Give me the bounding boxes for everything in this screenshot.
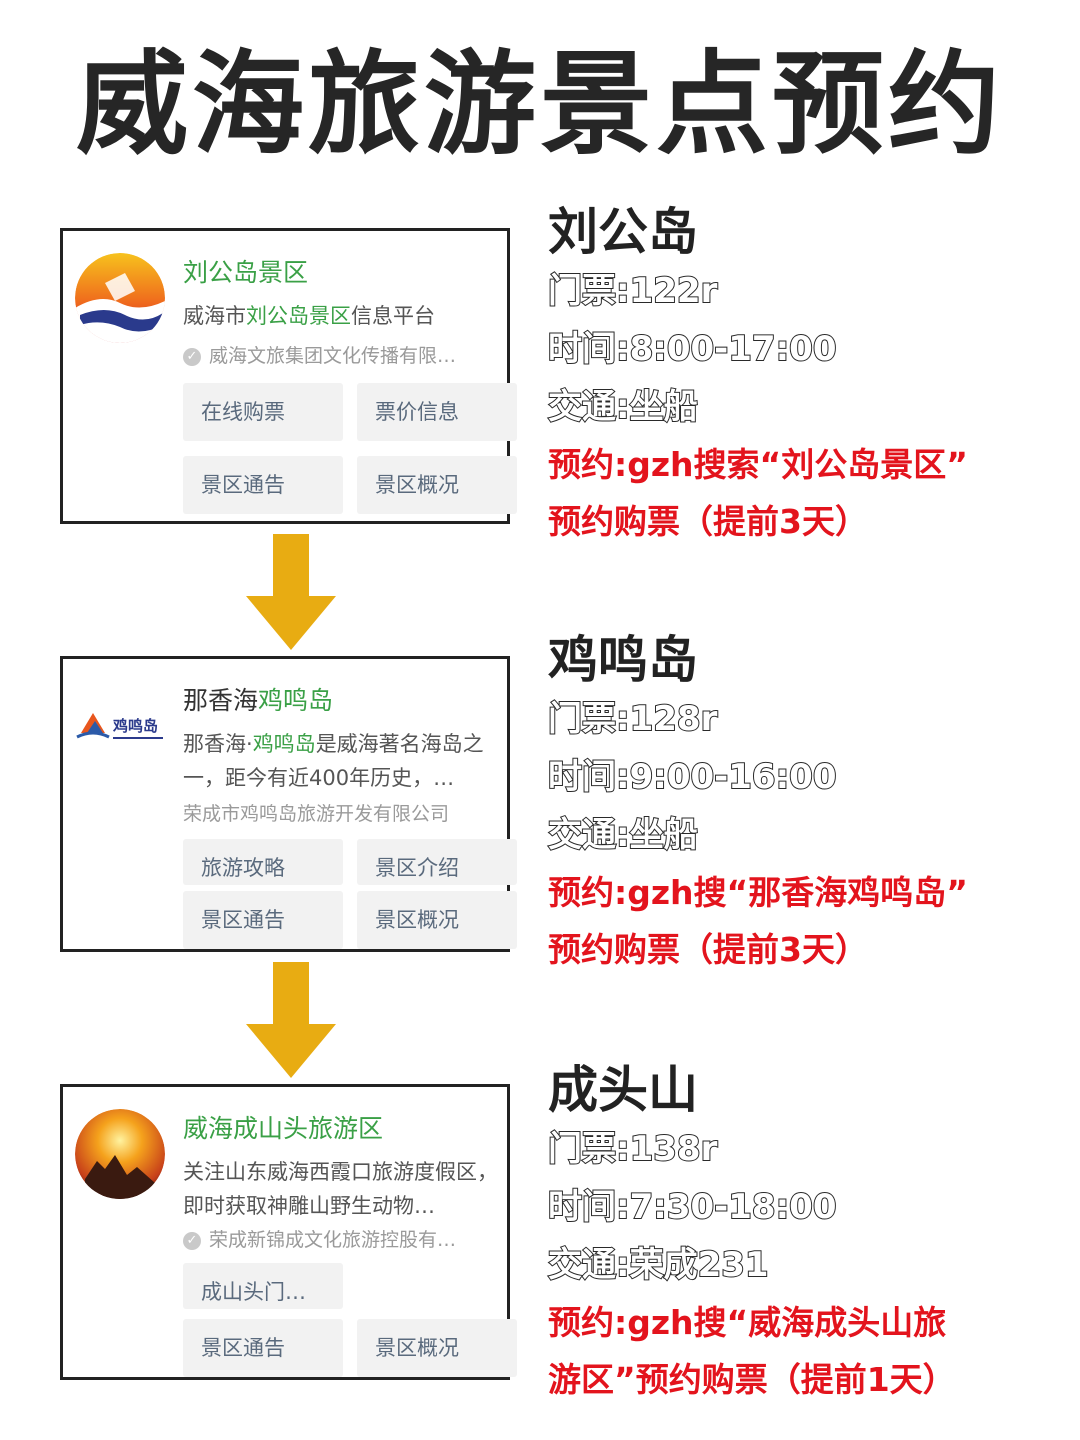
verified-check-icon: ✓ [183,1231,201,1250]
reservation-note: 预约:gzh搜“那香海鸡鸣岛” [548,873,968,912]
jimingdao-logo: 鸡鸣岛 [73,699,169,759]
opening-hours: 时间:8:00-17:00 [547,328,838,370]
place-title: 成头山 [548,1061,698,1119]
account-description: 关注山东威海西霞口旅游度假区，即时获取神雕山野生动物… [183,1160,498,1218]
account-name[interactable]: 那香海鸡鸣岛 [183,686,334,715]
menu-button-notice[interactable]: 景区通告 [183,456,343,514]
account-name[interactable]: 威海成山头旅游区 [183,1114,384,1143]
menu-button-intro[interactable]: 景区介绍 [357,839,517,885]
menu-button-price-info[interactable]: 票价信息 [357,383,517,441]
opening-hours: 时间:7:30-18:00 [547,1186,838,1228]
transport: 交通:荣成231 [547,1244,770,1286]
menu-button-guide[interactable]: 旅游攻略 [183,839,343,885]
down-arrow-icon [246,962,336,1078]
transport: 交通:坐船 [547,814,699,856]
menu-button-notice[interactable]: 景区通告 [183,1319,343,1377]
verified-check-icon: ✓ [183,347,201,366]
account-description: 威海市刘公岛景区信息平台 [183,304,435,328]
menu-button-overview[interactable]: 景区概况 [357,891,517,949]
ticket-price: 门票:122r [547,270,718,312]
menu-button-chengshantou-gate[interactable]: 成山头门… [183,1263,343,1309]
reservation-note-2: 预约购票（提前3天） [548,502,868,541]
liugongdao-logo [75,253,165,343]
account-name[interactable]: 刘公岛景区 [183,258,309,287]
account-card-liugongdao[interactable]: 刘公岛景区 威海市刘公岛景区信息平台 ✓威海文旅集团文化传播有限… 在线购票 票… [60,228,517,524]
account-description: 那香海·鸡鸣岛是威海著名海岛之一，距今有近400年历史，… [183,732,484,790]
ticket-price: 门票:138r [547,1128,718,1170]
page-title: 威海旅游景点预约 [76,40,1004,170]
reservation-note: 预约:gzh搜索“刘公岛景区” [548,445,968,484]
svg-text:鸡鸣岛: 鸡鸣岛 [112,717,158,735]
menu-button-buy-ticket[interactable]: 在线购票 [183,383,343,441]
reservation-note: 预约:gzh搜“威海成头山旅 [548,1303,947,1342]
info-chengshantou: 成头山 门票:138r 时间:7:30-18:00 交通:荣成231 预约:gz… [547,1060,956,1408]
reservation-note-2: 预约购票（提前3天） [548,930,868,969]
chengshantou-logo [75,1109,165,1199]
info-liugongdao: 刘公岛 门票:122r 时间:8:00-17:00 交通:坐船 预约:gzh搜索… [547,202,968,550]
account-org: ✓威海文旅集团文化传播有限… [183,341,503,368]
account-card-jimingdao[interactable]: 鸡鸣岛 那香海鸡鸣岛 那香海·鸡鸣岛是威海著名海岛之一，距今有近400年历史，…… [60,656,517,952]
account-org: ✓荣成新锦成文化旅游控股有… [183,1225,503,1252]
ticket-price: 门票:128r [547,698,718,740]
transport: 交通:坐船 [547,386,699,428]
menu-button-overview[interactable]: 景区概况 [357,456,517,514]
reservation-note-2: 游区”预约购票（提前1天） [548,1360,956,1399]
place-title: 刘公岛 [548,203,698,261]
account-org: 荣成市鸡鸣岛旅游开发有限公司 [183,803,450,825]
account-card-chengshantou[interactable]: 威海成山头旅游区 关注山东威海西霞口旅游度假区，即时获取神雕山野生动物… ✓荣成… [60,1084,517,1380]
opening-hours: 时间:9:00-16:00 [547,756,838,798]
info-jimingdao: 鸡鸣岛 门票:128r 时间:9:00-16:00 交通:坐船 预约:gzh搜“… [547,630,968,978]
menu-button-overview[interactable]: 景区概况 [357,1319,517,1377]
menu-button-notice[interactable]: 景区通告 [183,891,343,949]
place-title: 鸡鸣岛 [548,631,698,689]
down-arrow-icon [246,534,336,650]
